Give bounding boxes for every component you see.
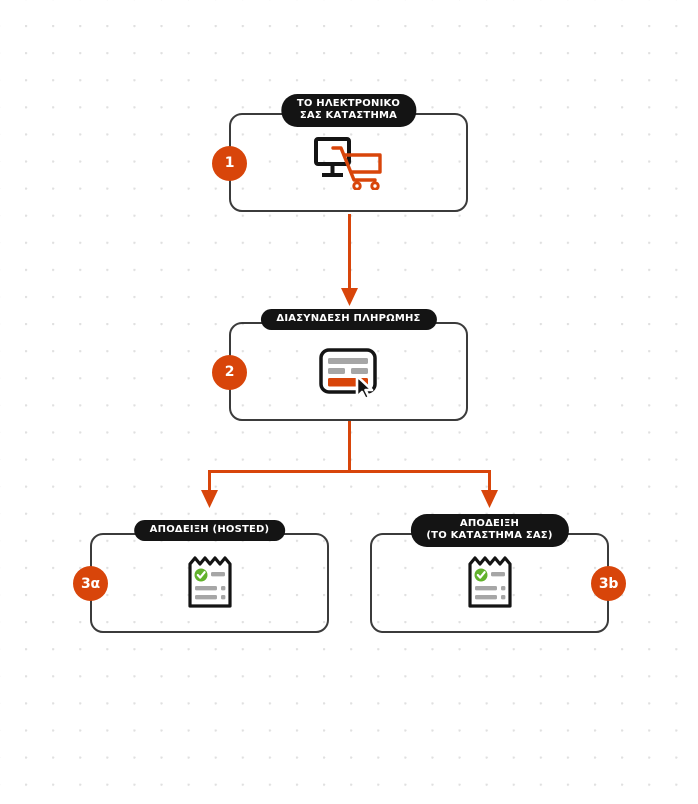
monitor-shopping-cart-icon <box>231 115 466 210</box>
node-step-3a[interactable]: ΑΠΟΔΕΙΞΗ (HOSTED) 3α <box>73 520 329 633</box>
node-step-2[interactable]: ΔΙΑΣΥΝΔΕΣΗ ΠΛΗΡΩΜΗΣ 2 <box>212 309 468 421</box>
node-step-3b[interactable]: ΑΠΟΔΕΙΞΗ (ΤΟ ΚΑΤΑΣΤΗΜΑ ΣΑΣ) 3b <box>370 514 626 633</box>
payment-card-cursor-icon <box>231 324 466 419</box>
node-step-3a-badge: 3α <box>73 566 108 601</box>
node-step-2-badge: 2 <box>212 354 247 390</box>
connector-step1-to-step2 <box>341 214 358 306</box>
node-step-3b-label: ΑΠΟΔΕΙΞΗ (ΤΟ ΚΑΤΑΣΤΗΜΑ ΣΑΣ) <box>410 514 569 547</box>
node-step-2-label: ΔΙΑΣΥΝΔΕΣΗ ΠΛΗΡΩΜΗΣ <box>260 309 437 330</box>
node-step-1-label: ΤΟ ΗΛΕΚΤΡΟΝΙΚΟ ΣΑΣ ΚΑΤΑΣΤΗΜΑ <box>280 94 417 127</box>
receipt-check-icon <box>92 535 327 631</box>
receipt-check-icon <box>372 535 607 631</box>
node-step-3a-label: ΑΠΟΔΕΙΞΗ (HOSTED) <box>133 520 286 541</box>
node-step-1[interactable]: ΤΟ ΗΛΕΚΤΡΟΝΙΚΟ ΣΑΣ ΚΑΤΑΣΤΗΜΑ 1 <box>212 94 468 212</box>
node-step-1-badge: 1 <box>212 145 247 181</box>
node-step-3b-badge: 3b <box>591 566 626 601</box>
connector-step2-split-to-step3a-step3b <box>201 420 498 508</box>
